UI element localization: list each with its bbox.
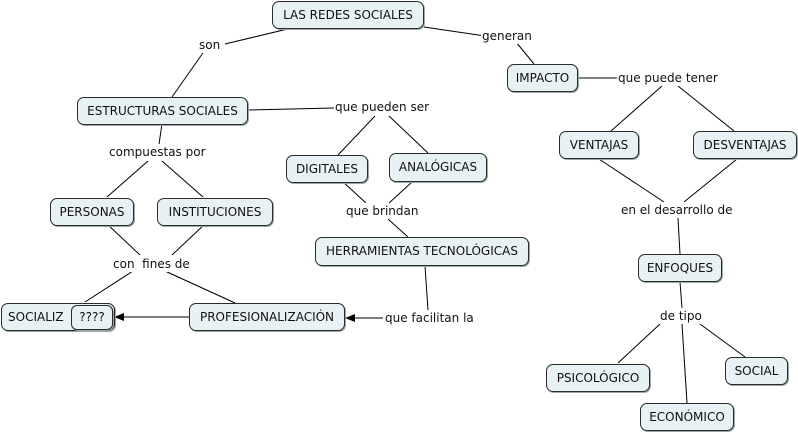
node-enfoques[interactable]: ENFOQUES [638, 254, 722, 282]
edge-redes-generan [423, 26, 486, 37]
edge-tipo-social [699, 323, 746, 358]
edge-tipo-economico [681, 323, 688, 404]
edge-compuestas-personas [106, 160, 149, 198]
node-profesionalizacion[interactable]: PROFESIONALIZACIÓN [189, 303, 345, 331]
edge-estructuras-pueden-ser [247, 107, 335, 111]
link-label-de-tipo: de tipo [659, 308, 703, 324]
link-label-que-brindan: que brindan [345, 203, 420, 219]
edge-pueden-ser-analogicas [388, 115, 429, 154]
edge-redes-son [224, 26, 297, 45]
edge-desarrollo-enfoques [677, 217, 681, 255]
link-label-generan: generan [481, 28, 533, 44]
edge-puede-tener-ventajas [610, 85, 663, 132]
edge-son-estructuras [171, 49, 206, 98]
node-instituciones[interactable]: INSTITUCIONES [157, 198, 273, 226]
link-label-son: son [198, 37, 222, 53]
node-social[interactable]: SOCIAL [725, 357, 788, 385]
edge-personas-fines [106, 223, 141, 256]
node-psicologico[interactable]: PSICOLÓGICO [546, 364, 650, 392]
link-label-que-puede-tener: que puede tener [617, 70, 719, 86]
node-ventajas[interactable]: VENTAJAS [559, 131, 639, 159]
edge-estructuras-compuestas [158, 123, 163, 145]
node-estructuras-sociales[interactable]: ESTRUCTURAS SOCIALES [77, 97, 248, 125]
node-analogicas[interactable]: ANALÓGICAS [389, 153, 487, 182]
link-label-que-facilitan-la: que facilitan la [384, 310, 475, 326]
edge-herramientas-facilitan [424, 265, 429, 311]
node-digitales[interactable]: DIGITALES [286, 155, 368, 183]
edge-digitales-brindan [341, 180, 367, 204]
edge-generan-impacto [515, 41, 535, 65]
node-unknown-placeholder[interactable]: ???? [71, 305, 113, 330]
edge-fines-socializ [84, 270, 134, 303]
link-label-compuestas-por: compuestas por [108, 144, 207, 160]
edge-fines-profesionalizacion [164, 270, 236, 304]
edge-desventajas-desarrollo [683, 158, 738, 203]
node-personas[interactable]: PERSONAS [50, 198, 134, 226]
edge-tipo-psicologico [617, 323, 661, 364]
edge-compuestas-instituciones [161, 160, 204, 198]
node-las-redes-sociales[interactable]: LAS REDES SOCIALES [272, 1, 424, 29]
node-impacto[interactable]: IMPACTO [507, 64, 578, 92]
edge-analogicas-brindan [388, 181, 413, 204]
node-herramientas-tecnologicas[interactable]: HERRAMIENTAS TECNOLÓGICAS [315, 237, 529, 266]
link-label-que-pueden-ser: que pueden ser [334, 99, 431, 115]
edge-enfoques-tipo [679, 281, 683, 309]
edge-brindan-herramientas [387, 218, 409, 238]
edge-instituciones-fines [171, 223, 206, 256]
edge-puede-tener-desventajas [677, 85, 735, 132]
link-label-con-fines-de: con fines de [112, 256, 191, 272]
edge-ventajas-desarrollo [598, 158, 665, 203]
node-economico[interactable]: ECONÓMICO [640, 403, 734, 431]
node-desventajas[interactable]: DESVENTAJAS [693, 131, 797, 159]
link-label-en-el-desarrollo-de: en el desarrollo de [620, 202, 734, 218]
edge-pueden-ser-digitales [337, 115, 376, 156]
